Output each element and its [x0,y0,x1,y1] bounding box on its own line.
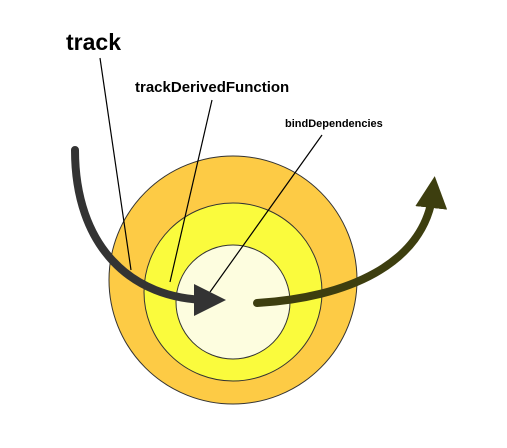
track-derived-function-pointer-line [169,99,213,283]
outgoing-arrow [253,176,448,307]
track-pointer-line [99,57,132,271]
incoming-arrow [71,146,226,316]
track-derived-function-label: trackDerivedFunction [135,79,289,96]
bind-dependencies-label: bindDependencies [285,118,383,130]
bind-dependencies-pointer-line [209,134,323,293]
track-label: track [66,29,121,55]
